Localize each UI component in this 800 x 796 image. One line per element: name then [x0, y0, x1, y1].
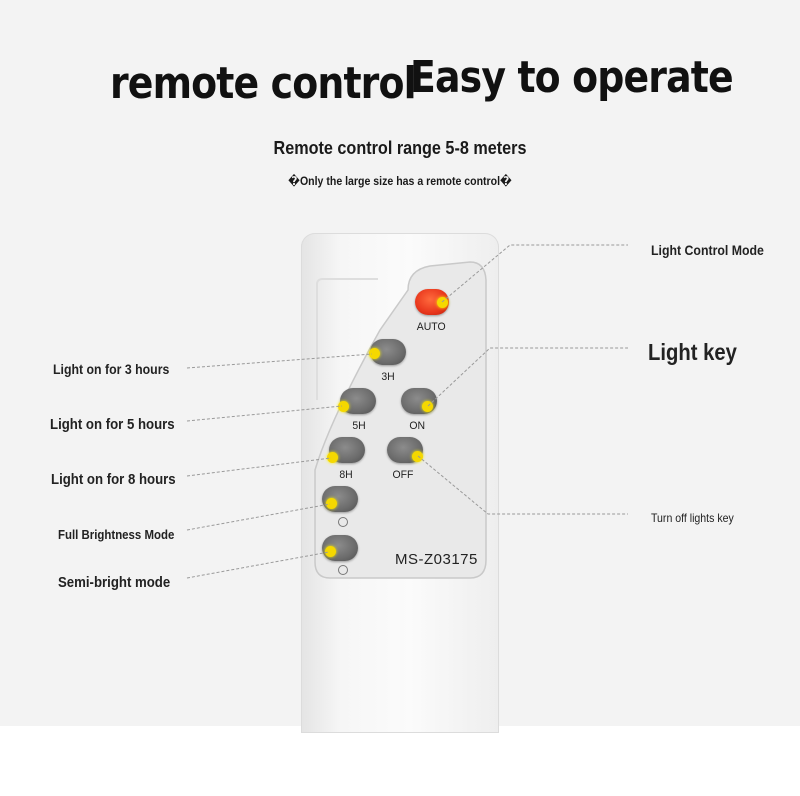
range-subtitle: Remote control range 5-8 meters — [273, 138, 527, 158]
callout-8h: Light on for 8 hours — [51, 471, 176, 488]
marker-semi-bright — [325, 546, 336, 557]
callout-light-key: Light key — [648, 339, 737, 365]
marker-auto — [437, 297, 448, 308]
headline: remote control Easy to operate — [0, 48, 800, 118]
callout-semi-bright: Semi-bright mode — [58, 574, 171, 591]
semi-bright-icon — [338, 565, 348, 575]
full-brightness-icon — [338, 517, 348, 527]
callout-turn-off: Turn off lights key — [651, 511, 734, 525]
callout-5h: Light on for 5 hours — [50, 416, 175, 433]
marker-8h — [327, 452, 338, 463]
8h-label: 8H — [339, 469, 353, 481]
marker-5h — [338, 401, 349, 412]
callout-full-brightness: Full Brightness Mode — [58, 527, 175, 542]
marker-off — [412, 451, 423, 462]
remote-bevel — [316, 278, 378, 400]
callout-light-control-mode: Light Control Mode — [651, 242, 764, 258]
marker-3h — [369, 348, 380, 359]
3h-label: 3H — [381, 371, 395, 383]
auto-label: AUTO — [416, 321, 446, 333]
model-number: MS-Z03175 — [395, 551, 478, 568]
callout-3h: Light on for 3 hours — [53, 361, 170, 377]
off-label: OFF — [392, 469, 414, 481]
headline-part-2: Easy to operate — [410, 52, 734, 103]
marker-full-brightness — [326, 498, 337, 509]
on-label: ON — [409, 420, 426, 432]
size-note: �Only the large size has a remote contro… — [288, 174, 512, 188]
marker-on — [422, 401, 433, 412]
headline-part-1: remote control — [110, 58, 417, 109]
5h-label: 5H — [352, 420, 366, 432]
